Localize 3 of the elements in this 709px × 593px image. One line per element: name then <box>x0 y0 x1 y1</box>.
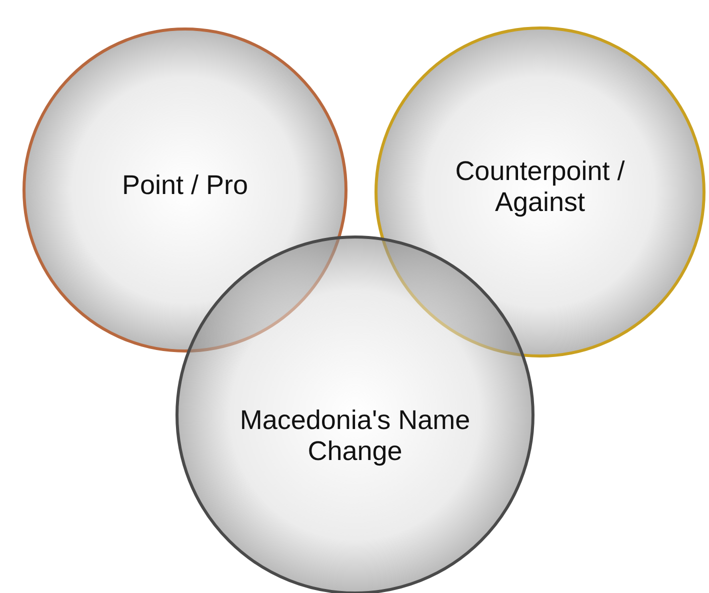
circle-label: Macedonia's Name Change <box>238 405 472 468</box>
circle-label: Counterpoint / Against <box>454 156 626 218</box>
circle-label: Point / Pro <box>120 170 250 202</box>
